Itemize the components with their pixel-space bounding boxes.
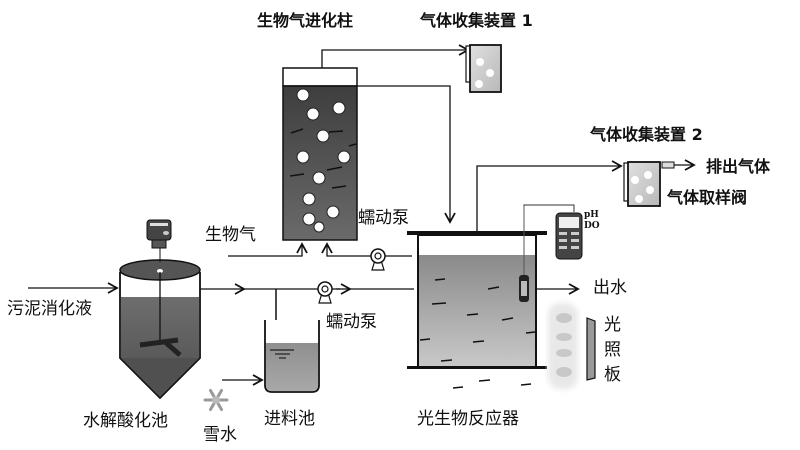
pipe-reactor-to-collector-2 [476,160,623,250]
light-glow [548,303,578,389]
gas-collector-2-label: 气体收集装置 2 [589,125,703,144]
photobioreactor [407,206,547,389]
light-panel-label-1: 光 [604,315,621,335]
sludge-liquid-label: 污泥消化液 [7,299,92,319]
gas-collector-1 [465,44,502,93]
gas-sampling-valve-label: 气体取样阀 [666,188,747,207]
column-particles [289,128,357,189]
stirrer-blade [139,337,182,357]
gas-sampling-valve[interactable] [661,161,675,169]
peristaltic-pump-bottom[interactable] [317,281,333,304]
feed-tank-label: 进料池 [264,409,315,429]
photobioreactor-label: 光生物反应器 [417,409,519,429]
snow-water-label: 雪水 [203,425,237,445]
hydrolysis-acidification-tank [119,219,201,400]
gas-collector-2 [623,161,675,207]
feed-tank [264,320,320,393]
gas-collector-1-label: 气体收集装置 1 [419,11,533,30]
light-panel [586,317,596,381]
peristaltic-pump-top[interactable] [370,248,386,271]
biogas-column [282,67,358,241]
pump-top-label: 蠕动泵 [358,208,409,228]
pipe-column-to-reactor [357,85,456,224]
biogas-inlet-pipe [228,242,308,257]
light-panel-label-2: 照 [604,340,621,360]
ph-label: pH [584,210,599,220]
light-panel-label-3: 板 [604,365,621,385]
snowflake-icon [203,389,229,411]
exhaust-gas-label: 排出气体 [706,157,771,176]
stirrer-motor-icon [146,219,172,262]
gas-bubbles [296,88,351,233]
pump-bottom-label: 蠕动泵 [326,312,377,332]
effluent-label: 出水 [593,278,627,298]
biogas-label: 生物气 [205,225,256,245]
pipe-to-collector-1 [321,44,470,68]
recirc-pipe [321,242,412,257]
biogas-column-label: 生物气进化柱 [257,11,353,30]
do-label: DO [584,221,600,231]
reactor-particles [419,278,536,389]
hydrolysis-tank-label: 水解酸化池 [83,411,168,431]
ph-do-meter-icon[interactable] [555,212,583,260]
